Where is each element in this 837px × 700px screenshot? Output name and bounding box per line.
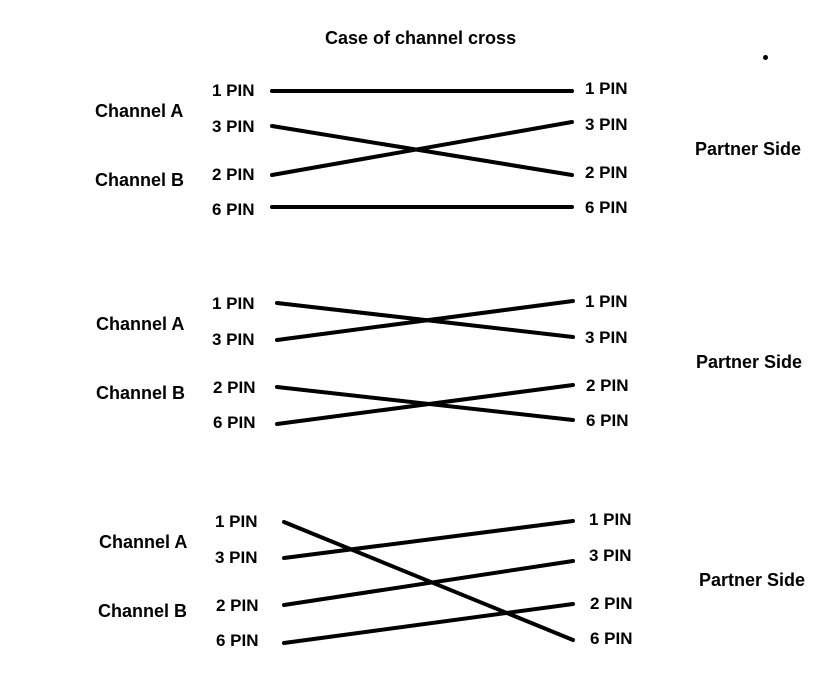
case-2-right-pin-1: 1 PIN	[585, 292, 628, 311]
case-3-left-pin-2: 2 PIN	[216, 596, 259, 615]
case-1-left-pin-6: 6 PIN	[212, 200, 255, 219]
case-3-right-pin-6: 6 PIN	[590, 629, 633, 648]
case-1-left-pin-2: 2 PIN	[212, 165, 255, 184]
case-3-left-pin-3: 3 PIN	[215, 548, 258, 567]
case-2-wire-3-to-1	[275, 299, 575, 342]
case-2-right-pin-3: 3 PIN	[585, 328, 628, 347]
case-2-partner-side-label: Partner Side	[696, 352, 803, 372]
case-1-left-pin-1: 1 PIN	[212, 81, 255, 100]
case-1-right-pin-1: 1 PIN	[585, 79, 628, 98]
case-2-wire-6-to-2	[275, 383, 575, 426]
case-3-wire-2-to-3	[282, 559, 575, 607]
case-3-wire-6-to-2	[282, 602, 575, 645]
case-3-channel-a-label: Channel A	[99, 532, 188, 552]
case-3-channel-b-label: Channel B	[98, 601, 188, 621]
case-2-right-pin-2: 2 PIN	[586, 376, 629, 395]
case-3-right-pin-2: 2 PIN	[590, 594, 633, 613]
case-1-right-pin-2: 2 PIN	[585, 163, 628, 182]
case-3-partner-side-label: Partner Side	[699, 570, 806, 590]
case-1-left-pin-3: 3 PIN	[212, 117, 255, 136]
case-3-right-pin-1: 1 PIN	[589, 510, 632, 529]
case-3-right-pin-3: 3 PIN	[589, 546, 632, 565]
case-2-channel-a-label: Channel A	[96, 314, 185, 334]
case-3-left-pin-1: 1 PIN	[215, 512, 258, 531]
case-3-wire-3-to-1	[282, 519, 575, 560]
case-3-left-pin-6: 6 PIN	[216, 631, 259, 650]
stray-dot	[763, 55, 768, 60]
diagram-title: Case of channel cross	[325, 28, 517, 48]
case-2-channel-b-label: Channel B	[96, 383, 186, 403]
case-1-channel-a-label: Channel A	[95, 101, 184, 121]
case-2-left-pin-2: 2 PIN	[213, 378, 256, 397]
case-1-wire-2-to-3	[270, 120, 574, 177]
case-1-right-pin-3: 3 PIN	[585, 115, 628, 134]
case-2-left-pin-3: 3 PIN	[212, 330, 255, 349]
case-2-left-pin-1: 1 PIN	[212, 294, 255, 313]
case-2-right-pin-6: 6 PIN	[586, 411, 629, 430]
case-2-left-pin-6: 6 PIN	[213, 413, 256, 432]
case-1-right-pin-6: 6 PIN	[585, 198, 628, 217]
case-1-channel-b-label: Channel B	[95, 170, 185, 190]
case-1-partner-side-label: Partner Side	[695, 139, 802, 159]
